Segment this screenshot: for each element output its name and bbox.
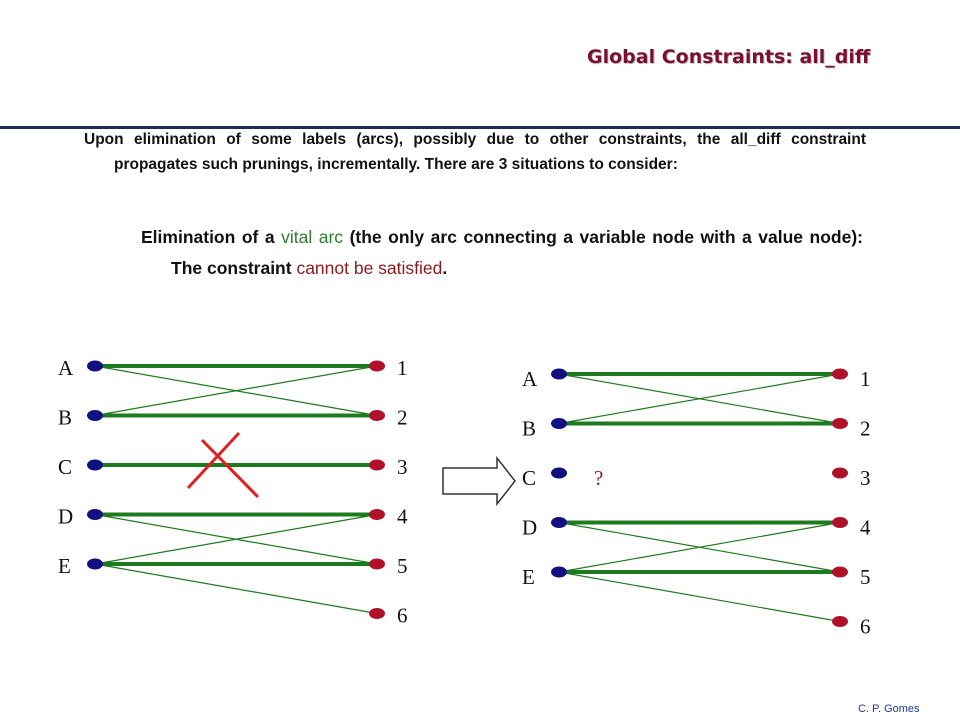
left-variable-label-C: C	[58, 455, 72, 479]
intro-paragraph: Upon elimination of some labels (arcs), …	[84, 127, 866, 177]
right-value-node-3	[832, 467, 848, 479]
right-variable-node-E	[551, 566, 567, 578]
point-text-2: (the only arc connecting a variable node…	[171, 227, 863, 278]
situation-text: Elimination of a vital arc (the only arc…	[141, 222, 863, 284]
situation-point: Elimination of a vital arc (the only arc…	[141, 222, 863, 284]
left-value-node-3	[369, 459, 385, 471]
right-value-label-4: 4	[860, 516, 871, 540]
left-variable-node-B	[87, 410, 103, 421]
left-value-node-4	[369, 509, 385, 520]
left-graph-labels: A B C D E 1 2 3 4 5 6	[58, 356, 408, 628]
right-value-label-5: 5	[860, 565, 871, 589]
point-text-3: .	[442, 258, 448, 278]
left-value-label-3: 3	[397, 455, 408, 479]
right-value-label-1: 1	[860, 367, 871, 391]
left-value-label-5: 5	[397, 554, 408, 578]
right-variable-node-A	[551, 368, 567, 380]
right-variable-node-D	[551, 517, 567, 528]
left-value-node-6	[369, 608, 385, 619]
right-variable-label-A: A	[522, 367, 538, 391]
left-variable-label-B: B	[58, 406, 72, 430]
left-value-node-2	[369, 410, 385, 421]
right-value-node-4	[832, 517, 848, 528]
right-variable-label-E: E	[522, 565, 535, 589]
right-value-node-1	[832, 368, 848, 380]
right-graph-edges	[558, 372, 841, 623]
right-graph-labels: A B C D E 1 2 3 4 5 6	[522, 367, 871, 639]
vital-arc-term: vital arc	[281, 227, 344, 247]
right-value-label-6: 6	[860, 615, 871, 639]
right-variable-node-C	[551, 467, 567, 479]
point-text-1: Elimination of a	[141, 227, 282, 247]
right-variable-label-D: D	[522, 516, 537, 540]
right-edge-B-1	[558, 373, 841, 425]
right-edge-E-4	[558, 521, 841, 573]
right-edge-E-6	[558, 571, 841, 623]
left-value-label-6: 6	[397, 604, 408, 628]
left-variable-label-D: D	[58, 505, 73, 529]
left-variable-node-A	[87, 360, 103, 372]
right-arrow-icon	[442, 455, 516, 507]
slide-title: Global Constraints: all_diff	[587, 46, 871, 68]
title-divider	[0, 126, 960, 129]
left-edge-E-6	[94, 563, 378, 615]
left-value-label-2: 2	[397, 406, 408, 430]
left-value-node-5	[369, 558, 385, 570]
intro-text: Upon elimination of some labels (arcs), …	[84, 131, 866, 173]
left-variable-label-E: E	[58, 554, 71, 578]
left-value-node-1	[369, 360, 385, 372]
author-footer: C. P. Gomes	[858, 703, 920, 715]
left-graph-nodes	[87, 360, 385, 619]
left-variable-label-A: A	[58, 356, 74, 380]
left-edge-B-1	[94, 365, 378, 417]
left-variable-node-C	[87, 459, 103, 471]
cross-mark-icon	[186, 431, 260, 499]
left-variable-node-E	[87, 558, 103, 570]
right-variable-node-B	[551, 418, 567, 429]
left-value-label-4: 4	[397, 505, 408, 529]
right-variable-label-C: C	[522, 466, 536, 490]
right-value-node-6	[832, 616, 848, 627]
right-value-label-2: 2	[860, 417, 871, 441]
right-value-node-5	[832, 566, 848, 578]
right-graph-nodes	[551, 368, 848, 627]
left-edge-E-4	[94, 513, 378, 565]
left-variable-node-D	[87, 509, 103, 520]
unsatisfiable-term: cannot be satisfied	[296, 258, 443, 278]
right-variable-label-B: B	[522, 417, 536, 441]
right-value-label-3: 3	[860, 466, 871, 490]
unmatched-marker: ?	[594, 466, 603, 490]
left-graph-edges	[94, 364, 378, 615]
right-value-node-2	[832, 418, 848, 429]
left-value-label-1: 1	[397, 356, 408, 380]
